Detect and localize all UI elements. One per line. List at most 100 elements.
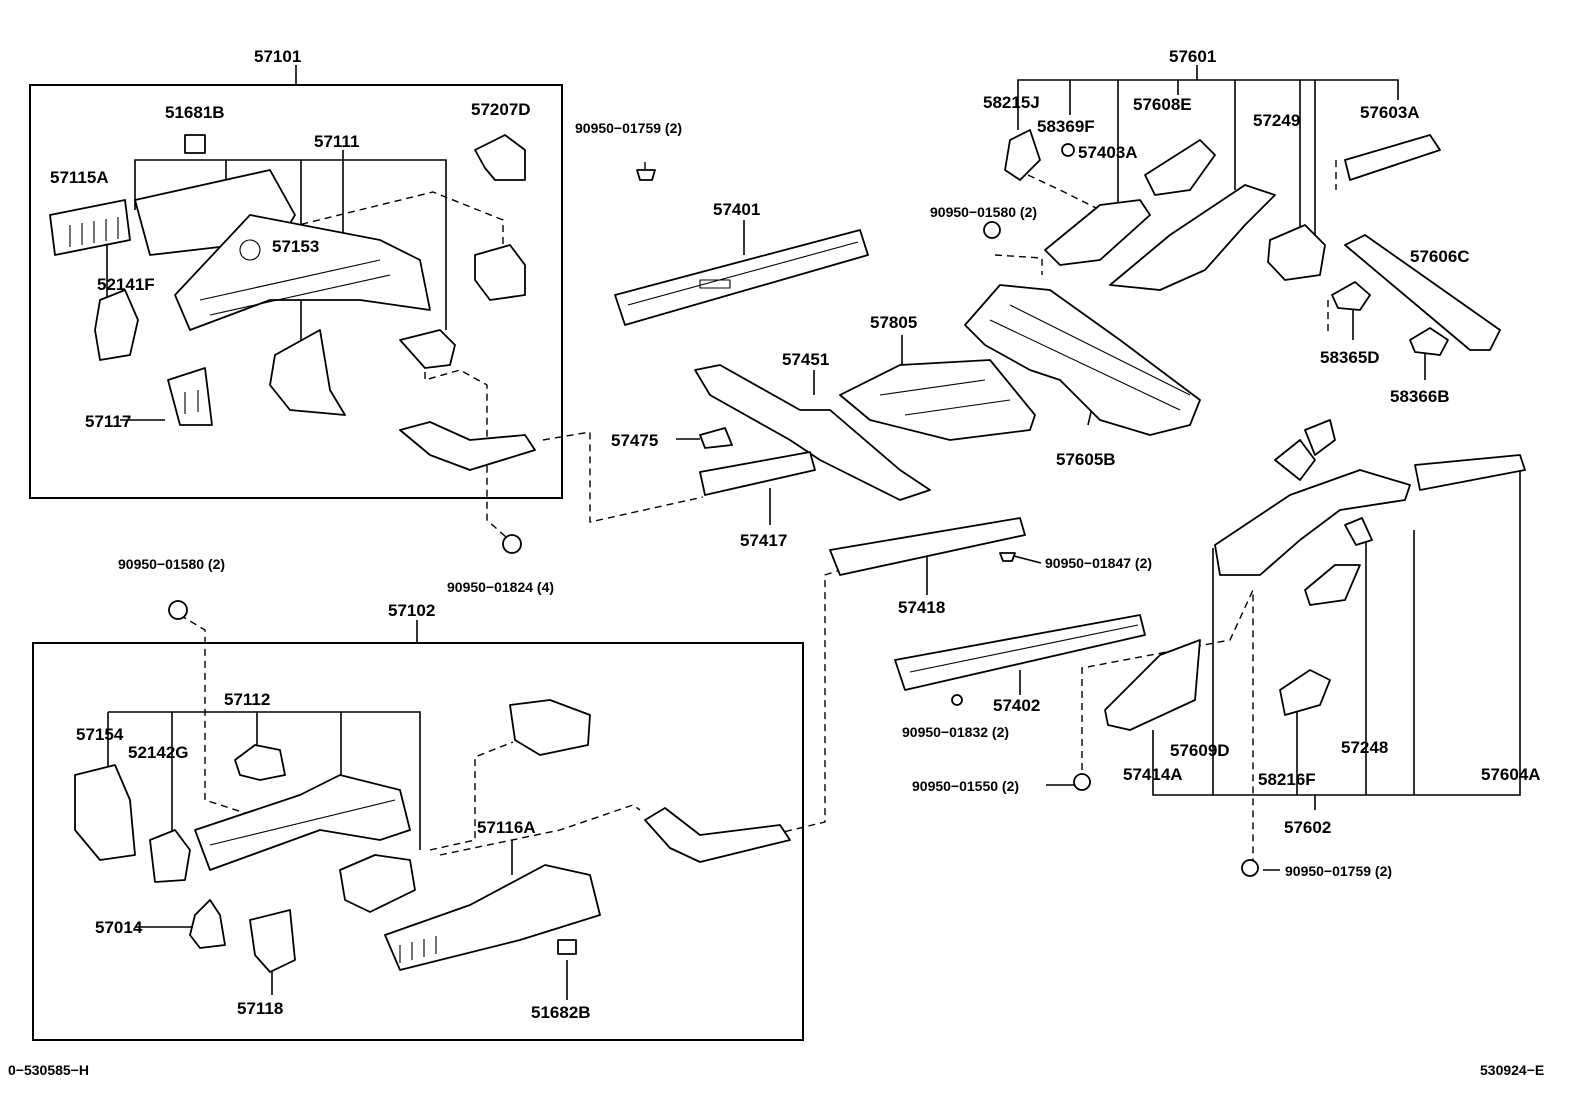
part-58215j — [1004, 129, 1041, 181]
part-57117 — [167, 367, 213, 426]
part-labels: 57101 51681B 57207D 57111 57115A 57153 5… — [50, 47, 1541, 1022]
label-57601: 57601 — [1169, 47, 1216, 66]
label-57117: 57117 — [85, 412, 131, 431]
label-57606c: 57606C — [1410, 247, 1470, 266]
part-58369f — [1061, 143, 1075, 157]
label-57112: 57112 — [224, 690, 270, 709]
parts — [49, 129, 1526, 973]
part-bracket-57602 — [1304, 564, 1361, 606]
part-57207d — [474, 134, 526, 301]
part-57154 — [74, 764, 136, 861]
part-57605b — [964, 284, 1201, 436]
part-52142g — [149, 829, 191, 883]
part-90950-01580-grommet-left — [168, 600, 188, 620]
part-58366b — [1409, 327, 1449, 356]
label-57248: 57248 — [1341, 738, 1388, 757]
part-nut-90950-01759-bottom — [1241, 859, 1259, 877]
label-57608e: 57608E — [1133, 95, 1192, 114]
part-57403a — [1044, 199, 1151, 266]
part-57112 — [234, 744, 286, 781]
part-clip-90950-01847 — [999, 552, 1016, 562]
part-57153 — [269, 329, 346, 416]
label-51682b: 51682B — [531, 1003, 591, 1022]
part-57249 — [1109, 184, 1276, 291]
part-51682b — [557, 939, 577, 955]
footer-right-code: 530924−E — [1480, 1062, 1544, 1078]
part-clip-90950-01824 — [502, 534, 522, 554]
part-57118 — [249, 909, 296, 973]
label-57451: 57451 — [782, 350, 829, 369]
part-clip-90950-01759 — [636, 169, 656, 181]
label-57414a: 57414A — [1123, 765, 1183, 784]
label-57403a: 57403A — [1078, 143, 1138, 162]
label-90950-01550: 90950−01550 (2) — [912, 778, 1019, 794]
label-90950-01832: 90950−01832 (2) — [902, 724, 1009, 740]
part-52141f — [94, 289, 139, 361]
label-57603a: 57603A — [1360, 103, 1420, 122]
part-57475 — [699, 427, 733, 449]
label-58216f: 58216F — [1258, 770, 1316, 789]
part-57608e — [1144, 139, 1216, 196]
part-58365d — [1331, 281, 1371, 311]
part-upper-bracket-57102 — [509, 699, 591, 756]
label-57115a: 57115A — [50, 168, 109, 187]
part-clip-90950-01832 — [951, 694, 963, 706]
label-51681b: 51681B — [165, 103, 225, 122]
label-57605b: 57605B — [1056, 450, 1116, 469]
label-58215j: 58215J — [983, 93, 1040, 112]
footer-left-code: 0−530585−H — [8, 1062, 89, 1078]
part-nut-90950-01550 — [1073, 773, 1091, 791]
dashed-connectors — [179, 160, 1337, 865]
label-57116a: 57116A — [477, 818, 536, 837]
part-57014 — [189, 899, 226, 949]
label-90950-01580-left: 90950−01580 (2) — [118, 556, 225, 572]
part-bracket-upper — [399, 329, 456, 369]
part-90950-01580-grommet-right — [983, 221, 1001, 239]
label-52142g: 52142G — [128, 743, 189, 762]
part-57401 — [614, 229, 869, 326]
part-51681b — [184, 134, 206, 154]
leader-lines — [106, 65, 1521, 1000]
part-57606c — [1344, 234, 1501, 351]
part-57451 — [694, 364, 931, 501]
part-58216f — [1279, 669, 1331, 716]
label-57101: 57101 — [254, 47, 301, 66]
label-57249: 57249 — [1253, 111, 1300, 130]
label-58366b: 58366B — [1390, 387, 1450, 406]
label-57604a: 57604A — [1481, 765, 1541, 784]
part-57248 — [1344, 517, 1373, 546]
part-57115a — [49, 199, 131, 256]
part-57418 — [829, 517, 1026, 576]
label-90950-01847: 90950−01847 (2) — [1045, 555, 1152, 571]
label-90950-01759-bottom: 90950−01759 (2) — [1285, 863, 1392, 879]
part-front-side-member-lower — [194, 774, 411, 871]
part-57111 — [134, 169, 431, 331]
part-57609d — [1214, 419, 1411, 576]
label-57602: 57602 — [1284, 818, 1331, 837]
label-57207d: 57207D — [471, 100, 531, 119]
label-90950-01580-right: 90950−01580 (2) — [930, 204, 1037, 220]
label-57417: 57417 — [740, 531, 787, 550]
part-front-rail-extension — [399, 421, 536, 471]
part-57604a — [1414, 454, 1526, 491]
label-58369f: 58369F — [1037, 117, 1095, 136]
part-57603a — [1344, 134, 1441, 181]
part-57414a — [1104, 639, 1201, 731]
label-57609d: 57609D — [1170, 741, 1230, 760]
label-57154: 57154 — [76, 725, 124, 744]
label-57153: 57153 — [272, 237, 319, 256]
label-57402: 57402 — [993, 696, 1040, 715]
part-front-rail-extension-lower — [644, 807, 791, 863]
part-57417 — [699, 451, 816, 496]
part-57805 — [839, 359, 1036, 441]
label-57401: 57401 — [713, 200, 760, 219]
label-57418: 57418 — [898, 598, 945, 617]
label-58365d: 58365D — [1320, 348, 1380, 367]
part-57116a — [384, 864, 601, 971]
label-57805: 57805 — [870, 313, 917, 332]
label-52141f: 52141F — [97, 275, 155, 294]
label-90950-01759-top: 90950−01759 (2) — [575, 120, 682, 136]
part-mount-bracket-57102 — [339, 854, 416, 913]
label-57475: 57475 — [611, 431, 658, 450]
